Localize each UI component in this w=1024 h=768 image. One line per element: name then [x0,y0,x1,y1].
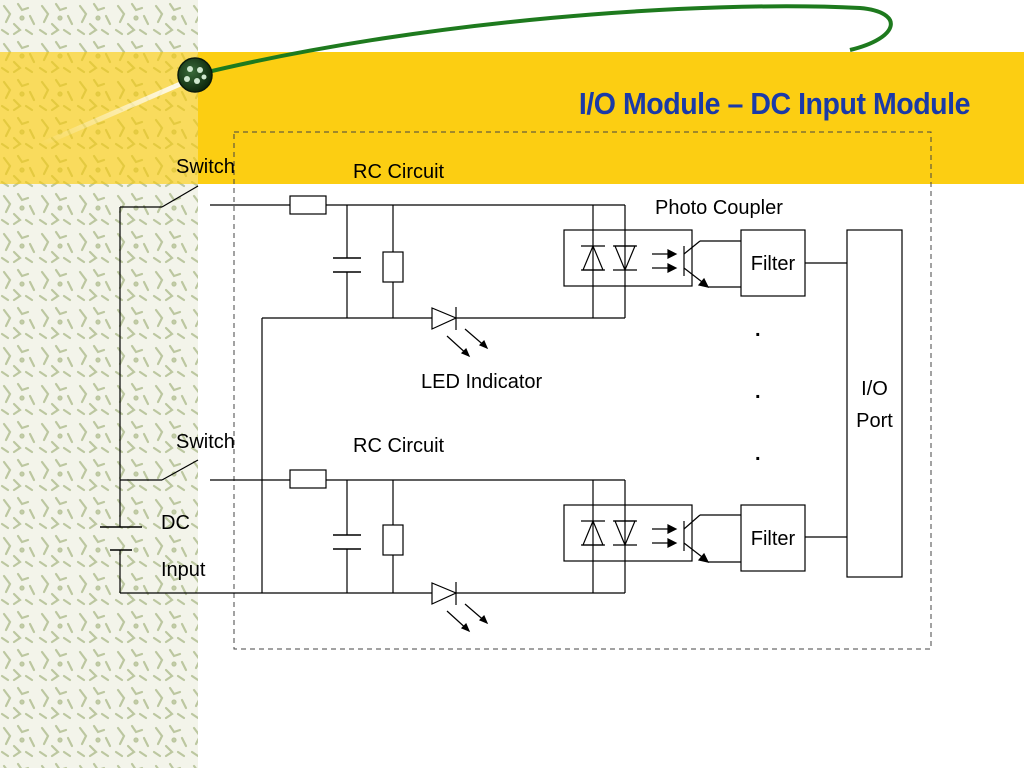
rc-bottom-series-resistor [289,469,327,489]
ellipsis-dot-3: . [755,443,761,465]
filter-top-label: Filter [750,253,796,275]
switch-bottom-blade [161,459,199,481]
rc-bottom-label: RC Circuit [353,435,445,457]
ellipsis-dot-1: . [755,319,761,341]
circuit [100,185,903,633]
photo-coupler-label: Photo Coupler [655,197,783,219]
dc-label: DC [161,512,190,534]
switch-top-label: Switch [176,156,235,178]
page-title: I/O Module – DC Input Module [578,86,971,121]
swoosh-line [194,4,893,77]
globe-icon [177,57,213,93]
io-port-label-line2: Port [856,410,893,432]
led-indicator-label: LED Indicator [421,371,543,393]
rc-top-shunt-resistor [382,251,404,283]
switch-top-blade [161,185,199,208]
photocoupler-bottom-box [563,504,693,562]
filter-bottom-label: Filter [750,528,796,550]
led-bottom [431,582,458,605]
rc-bottom-shunt-resistor [382,524,404,556]
glint-streak [37,79,188,148]
photocoupler-top-box [563,229,693,287]
input-label: Input [161,559,206,581]
io-port-box [846,229,903,578]
switch-bottom-label: Switch [176,431,235,453]
rc-top-label: RC Circuit [353,161,445,183]
io-port-label-line1: I/O [861,378,888,400]
ellipsis-dot-2: . [755,381,761,403]
module-boundary [233,131,932,650]
filter-bottom-box [740,504,806,572]
led-top [431,307,458,330]
rc-top-series-resistor [289,195,327,215]
